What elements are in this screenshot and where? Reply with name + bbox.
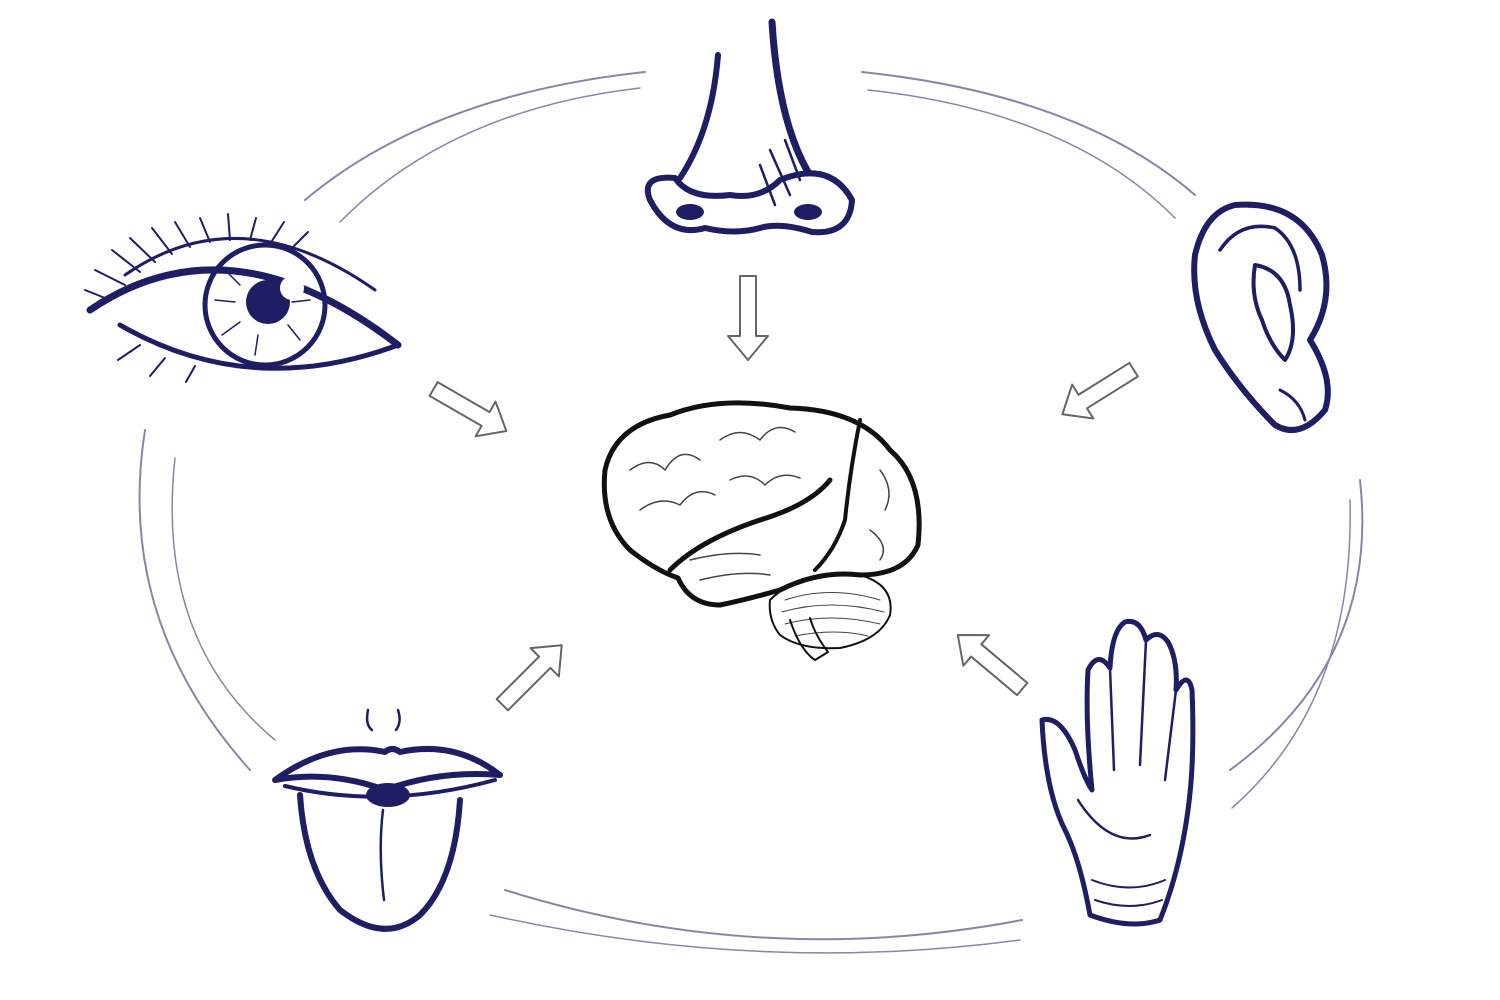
arrow-tongue-to-brain — [495, 644, 563, 712]
ring-arc-top-right — [861, 71, 1196, 196]
eye-lower-lid — [117, 322, 401, 371]
ear-helix — [1218, 224, 1302, 292]
hand-outline — [1039, 618, 1196, 927]
eye-crease — [123, 236, 377, 292]
brain-outline — [601, 400, 922, 608]
tongue-center-line — [379, 808, 386, 902]
mouth-shadow — [366, 783, 410, 807]
hand-wrist — [1091, 879, 1166, 907]
arrow-ear-to-brain — [1061, 361, 1139, 420]
ear-icon — [1191, 201, 1331, 433]
ring-arc-bottom — [504, 889, 1023, 941]
nose-icon — [644, 18, 855, 236]
eye-iris — [202, 242, 328, 368]
brain-central-sulcus — [813, 418, 862, 572]
ring-arc-top-right-inner — [867, 89, 1176, 219]
eye-highlight — [280, 276, 304, 300]
philtrum — [365, 708, 401, 732]
brain-icon — [601, 400, 922, 661]
nose-nostril-left — [676, 204, 704, 220]
ear-concha — [1251, 263, 1296, 362]
cerebellum-folds — [781, 592, 885, 637]
ring-arc-right — [1229, 479, 1364, 771]
hand-thumb-crease — [1076, 798, 1152, 840]
hand-finger-lines — [1108, 638, 1178, 782]
arrow-nose-to-brain — [727, 275, 769, 361]
eye-upper-lid — [86, 266, 402, 349]
eye-icon — [84, 213, 402, 383]
nose-shading — [758, 138, 802, 207]
nose-bridge-right — [768, 18, 812, 176]
ring-arc-top-left-inner — [339, 87, 641, 223]
eye-iris-detail — [214, 269, 311, 356]
brain-lateral-sulcus — [667, 477, 833, 573]
hand-icon — [1039, 618, 1196, 927]
arrows — [428, 275, 1139, 712]
ear-lobe-detail — [1278, 388, 1307, 422]
ring-arc-top-left — [304, 71, 646, 201]
eye-lashes — [84, 213, 309, 383]
nose-bridge-left — [677, 52, 721, 181]
ring-arc-right-inner — [1231, 499, 1351, 809]
eye-pupil — [246, 280, 290, 324]
ring-arc-left — [138, 429, 251, 771]
nose-tip — [644, 170, 855, 236]
connector-ring — [138, 71, 1364, 954]
ring-arc-left-inner — [171, 457, 276, 741]
arrow-eye-to-brain — [428, 381, 508, 438]
brain-stem — [789, 617, 829, 661]
tongue-body — [297, 792, 463, 932]
arrow-hand-to-brain — [956, 634, 1029, 697]
ear-outer — [1191, 201, 1331, 433]
tongue-icon — [272, 708, 503, 932]
nose-nostril-right — [794, 204, 822, 220]
mouth-upper-lip — [272, 745, 503, 793]
brain-gyri — [629, 426, 890, 581]
ring-arc-bottom-inner — [489, 914, 1021, 954]
